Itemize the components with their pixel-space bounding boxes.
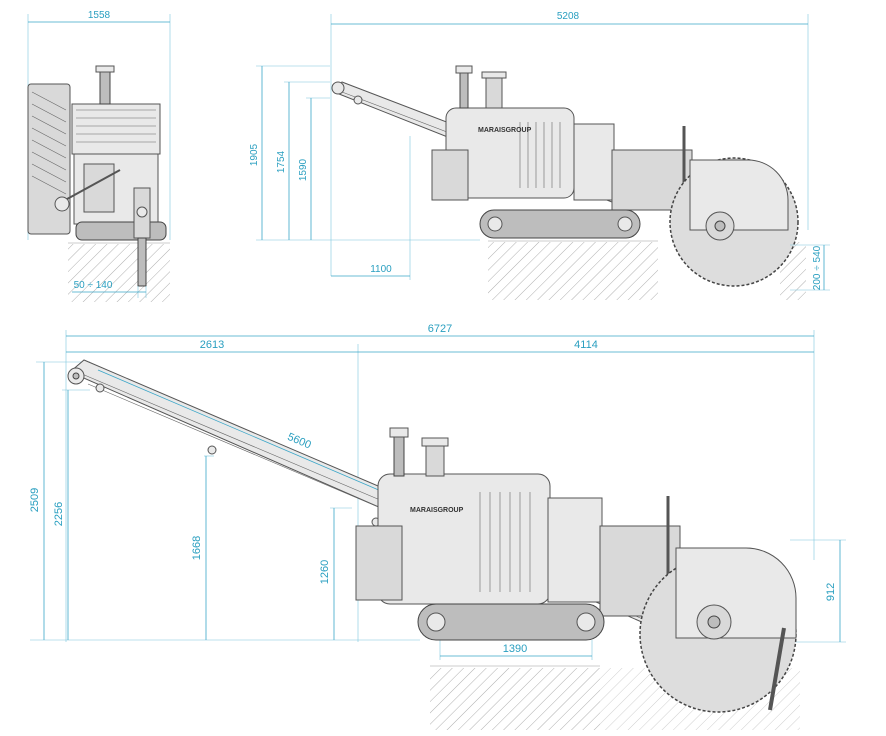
side-discharge-dim: 1100: [370, 264, 392, 275]
side-logo: MARAISGROUP: [478, 127, 532, 134]
front-cut-width-dim: 50 ÷ 140: [74, 280, 113, 291]
conveyor-machine: 5600 MARAISGROUP: [67, 359, 797, 713]
height-dim-2509: 2509: [29, 488, 41, 512]
side-machine: MARAISGROUP: [331, 65, 799, 287]
side-length-dim: 5208: [557, 11, 580, 22]
ground-hatch: [68, 244, 170, 302]
side-height-dim-2: 1754: [276, 150, 287, 173]
height-dim-1260: 1260: [319, 560, 331, 584]
side-ground-hatch: [488, 242, 658, 300]
front-width-dim: 1558: [88, 10, 111, 21]
side-height-dim-1: 1905: [249, 143, 260, 166]
side-depth-dim: 200 ÷ 540: [812, 245, 823, 290]
side-height-dim-3: 1590: [298, 158, 309, 181]
rear-dim: 2613: [200, 339, 224, 351]
side-view: 5208 1905 1754 1590 1100 MARAISGR: [249, 11, 830, 300]
conveyor-ground-hatch: [430, 668, 600, 730]
conveyor-view: 6727 2613 4114 2509 2256 1668 1260 1390: [29, 323, 846, 730]
conveyor-logo: MARAISGROUP: [410, 507, 464, 514]
wheel-height-dim: 912: [825, 583, 837, 601]
front-dim: 4114: [574, 339, 598, 351]
front-machine: [27, 65, 167, 287]
height-dim-2256: 2256: [53, 502, 65, 526]
front-view: 1558: [27, 10, 171, 302]
track-dim: 1390: [503, 643, 527, 655]
overall-length-dim: 6727: [428, 323, 452, 335]
height-dim-1668: 1668: [191, 536, 203, 560]
